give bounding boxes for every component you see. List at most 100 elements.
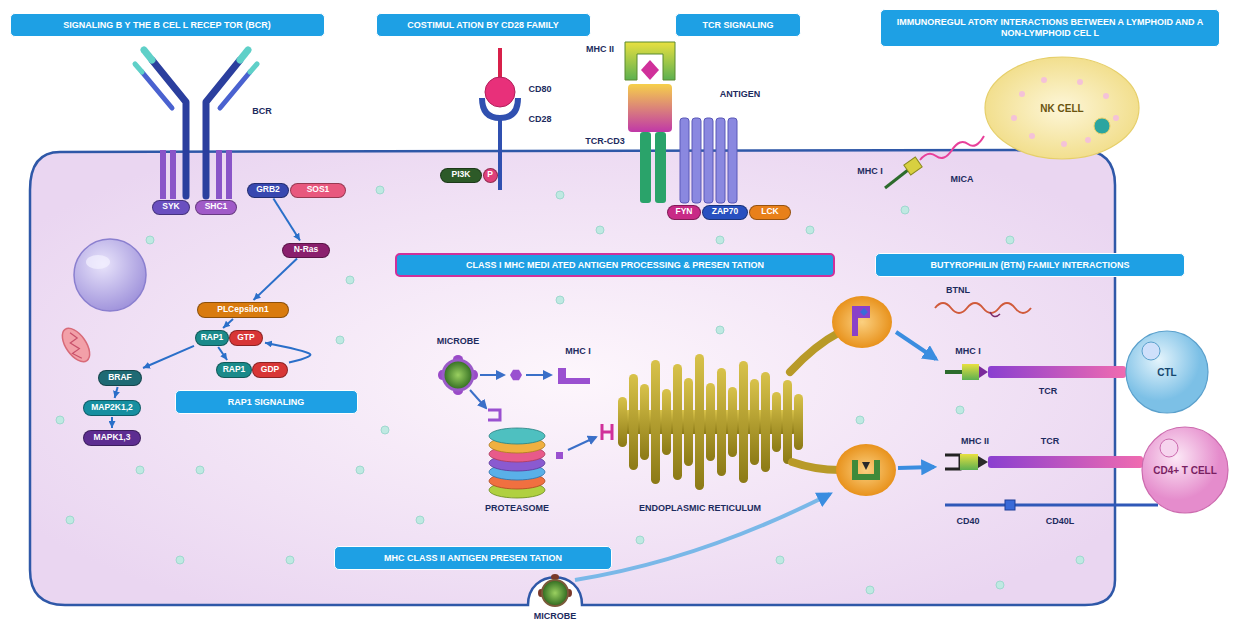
part-label: MHC I — [955, 347, 981, 357]
mhc-mica-interaction — [885, 170, 908, 188]
transport-vesicles — [832, 296, 892, 348]
node-label: MAP2K1,2 — [91, 403, 133, 412]
text-group: BUTYROPHILIN (BTN) FAMILY INTERACTIONS — [880, 260, 1180, 271]
granule-dot — [1061, 141, 1067, 147]
transport-vesicles — [790, 296, 896, 496]
text-group: COSTIMUL ATION BY CD28 FAMILY — [381, 20, 586, 31]
endoplasmic-reticulum — [761, 372, 770, 472]
signal-arrow — [273, 199, 300, 241]
part-label: ENDOPLASMIC RETICULUM — [639, 504, 761, 514]
endoplasmic-reticulum — [662, 389, 671, 455]
vesicle-dots — [776, 556, 784, 564]
part-label: MHC II — [961, 437, 989, 447]
text-group: MAPK1,3 — [94, 433, 131, 442]
class-i-processing — [480, 374, 504, 376]
microbe — [538, 574, 572, 606]
cd28-cd80-receptor — [485, 77, 515, 107]
granule-dot — [1103, 93, 1109, 99]
mhc-i-tcr-bars — [945, 364, 1126, 380]
mhc-i-tcr-bars — [962, 364, 979, 380]
part-label: MICA — [951, 175, 974, 185]
text-group: SIGNALING B Y THE B CEL L RECEP TOR (BCR… — [15, 20, 320, 31]
nucleus — [74, 239, 146, 311]
b-cell-receptor — [135, 50, 257, 199]
signal-arrow — [115, 387, 118, 398]
protein-pill: SOS1 — [290, 183, 346, 198]
b-cell-receptor — [216, 150, 222, 199]
b-cell-receptor — [206, 60, 240, 196]
tcr-complex — [641, 60, 659, 80]
vesicle-dots — [196, 466, 204, 474]
section-banner: IMMUNOREGUL ATORY INTERACTIONS BETWEEN A… — [880, 9, 1220, 47]
tcr-complex — [728, 118, 737, 203]
node-label: NK CELL — [1040, 103, 1083, 114]
cell-membrane — [985, 57, 1139, 159]
cd4-t-cell: CD4+ T CELL — [1141, 426, 1229, 514]
text-group: MAP2K1,2 — [91, 403, 133, 412]
node-label: SYK — [162, 202, 179, 211]
tcr-complex — [625, 42, 675, 80]
text-group: GDP — [261, 365, 279, 374]
node-label: RAP1 — [201, 333, 224, 342]
mhc-i-tcr-bars — [988, 366, 1126, 378]
mhc-mica-interaction — [885, 136, 984, 188]
section-banner: CLASS I MHC MEDI ATED ANTIGEN PROCESSING… — [395, 253, 835, 277]
vesicle-dots — [66, 516, 74, 524]
node-label: SOS1 — [307, 185, 330, 194]
text-group: RAP1 — [223, 365, 246, 374]
vesicle-dots — [346, 276, 354, 284]
part-label: TCR — [1041, 437, 1060, 447]
banner-title: SIGNALING B Y THE B CEL L RECEP TOR (BCR… — [15, 20, 320, 31]
granule-dot — [1113, 115, 1119, 121]
text-group: IMMUNOREGUL ATORY INTERACTIONS BETWEEN A… — [885, 17, 1215, 39]
cd40-bar — [945, 504, 1158, 507]
node-label: FYN — [676, 207, 693, 216]
cd28-cd80-receptor — [482, 98, 518, 118]
protein-pill: N-Ras — [282, 243, 330, 258]
b-cell-receptor — [240, 50, 248, 60]
part-label: CD80 — [528, 85, 551, 95]
presentation-arrows — [575, 332, 936, 580]
granule-dot — [1011, 115, 1017, 121]
endoplasmic-reticulum — [706, 383, 715, 461]
cell-body — [30, 150, 1115, 605]
vesicle-dots — [716, 326, 724, 334]
text-group: RAP1 — [201, 333, 224, 342]
protein-pill: GRB2 — [247, 183, 289, 198]
vesicle-dots — [136, 466, 144, 474]
vesicle-dots — [996, 581, 1004, 589]
mhc-mica-interaction — [904, 157, 922, 175]
class-i-processing — [556, 452, 563, 459]
vesicle-dots — [356, 466, 364, 474]
signal-arrow — [111, 417, 113, 428]
node-label: RAP1 — [223, 365, 246, 374]
banner-title: MHC CLASS II ANTIGEN PRESEN TATION — [339, 553, 607, 564]
vesicle-dots — [901, 206, 909, 214]
node-label: CTL — [1157, 367, 1176, 378]
transport-vesicles — [858, 306, 870, 318]
vesicle-dots — [806, 226, 814, 234]
node-label: GTP — [237, 333, 254, 342]
node-label: N-Ras — [294, 245, 319, 254]
text-group: BRAF — [108, 373, 132, 382]
endoplasmic-reticulum — [618, 397, 627, 447]
mitochondrion — [57, 324, 95, 367]
part-label: MICROBE — [534, 612, 577, 622]
class-i-processing — [568, 437, 596, 450]
text-group: MHC CLASS II ANTIGEN PRESEN TATION — [339, 553, 607, 564]
banner-title: TCR SIGNALING — [680, 20, 796, 31]
b-cell-receptor — [144, 50, 152, 60]
section-banner: RAP1 SIGNALING — [175, 390, 358, 414]
section-banner: MHC CLASS II ANTIGEN PRESEN TATION — [334, 546, 612, 570]
b-cell-receptor — [250, 64, 257, 72]
signal-arrow — [143, 346, 194, 368]
mhc-ii-tcr-bars — [945, 455, 960, 469]
transport-vesicles — [852, 306, 858, 336]
presentation-arrows — [575, 494, 830, 580]
part-label: MHC I — [857, 167, 883, 177]
text-group: RAP1 SIGNALING — [180, 397, 353, 408]
vesicle-dots — [381, 426, 389, 434]
node-label: BRAF — [108, 373, 132, 382]
banner-title: IMMUNOREGUL ATORY INTERACTIONS BETWEEN A… — [885, 17, 1215, 39]
